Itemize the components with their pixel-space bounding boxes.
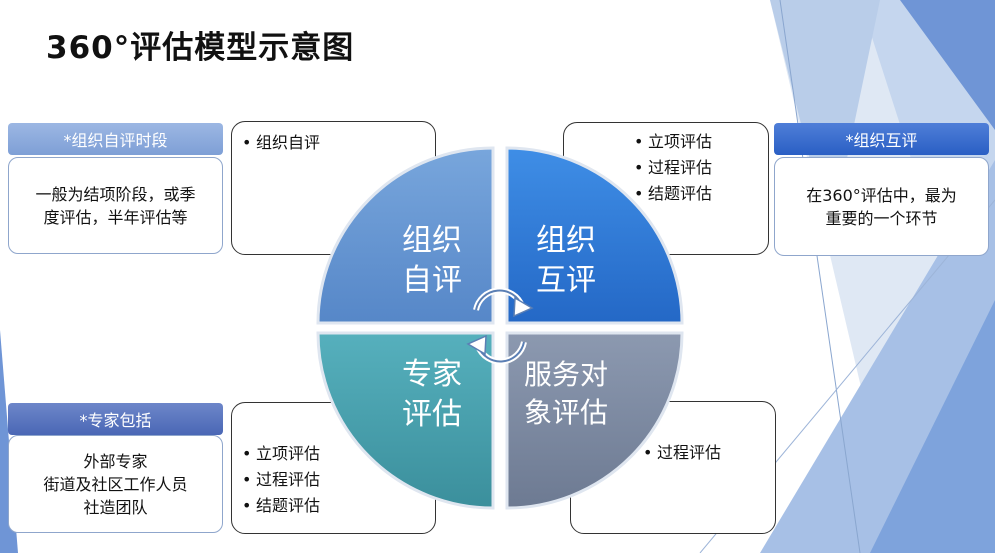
note-line: 一般为结项阶段，或季 <box>35 184 196 204</box>
arrow-head-icon <box>513 296 534 318</box>
quadrant-client-eval <box>505 331 684 510</box>
quadrant-label: 服务对 <box>524 358 608 391</box>
quadrant-label: 专家 <box>402 357 462 392</box>
note-label-peer-eval: *组织互评 <box>774 123 989 155</box>
list-item: 结题评估 <box>634 181 768 207</box>
note-peer-eval: 在360°评估中，最为 重要的一个环节 <box>774 157 989 256</box>
box-self-eval-list: 组织自评 <box>242 130 425 156</box>
note-experts: 外部专家 街道及社区工作人员 社造团队 <box>8 435 223 533</box>
list-item: 过程评估 <box>643 440 775 466</box>
list-item: 结题评估 <box>242 493 425 519</box>
list-item: 过程评估 <box>242 467 425 493</box>
box-peer-eval-list: 立项评估 过程评估 结题评估 <box>634 129 768 207</box>
note-line: 街道及社区工作人员 <box>43 474 188 494</box>
note-line: 外部专家 <box>83 451 148 471</box>
list-item: 过程评估 <box>634 155 768 181</box>
list-item: 立项评估 <box>242 441 425 467</box>
list-item: 立项评估 <box>634 129 768 155</box>
quadrant-label: 象评估 <box>524 396 608 429</box>
page-title: 360°评估模型示意图 <box>46 30 355 66</box>
note-label-self-eval-period: *组织自评时段 <box>8 123 223 155</box>
note-line: 社造团队 <box>83 497 148 517</box>
quadrant-expert-eval <box>316 331 495 510</box>
box-expert-eval-list: 立项评估 过程评估 结题评估 <box>242 441 425 519</box>
note-label-experts: *专家包括 <box>8 403 223 435</box>
note-self-eval-period: 一般为结项阶段，或季 度评估，半年评估等 <box>8 157 223 254</box>
list-item: 组织自评 <box>242 130 425 156</box>
box-client-eval-list: 过程评估 <box>643 440 775 466</box>
evaluation-pie: 组织 自评 组织 互评 专家 评估 服务对 象评估 <box>316 146 684 510</box>
note-line: 在360°评估中，最为 <box>806 185 957 205</box>
quadrant-self-eval <box>316 146 495 325</box>
note-line: 度评估，半年评估等 <box>43 207 188 227</box>
quadrant-label: 互评 <box>536 263 596 298</box>
quadrant-label: 自评 <box>402 263 462 298</box>
quadrant-label: 组织 <box>536 223 596 258</box>
note-line: 重要的一个环节 <box>825 208 938 228</box>
arrow-head-icon <box>466 334 487 356</box>
quadrant-label: 评估 <box>402 397 462 432</box>
quadrant-label: 组织 <box>402 223 462 258</box>
quadrant-peer-eval <box>505 146 684 325</box>
